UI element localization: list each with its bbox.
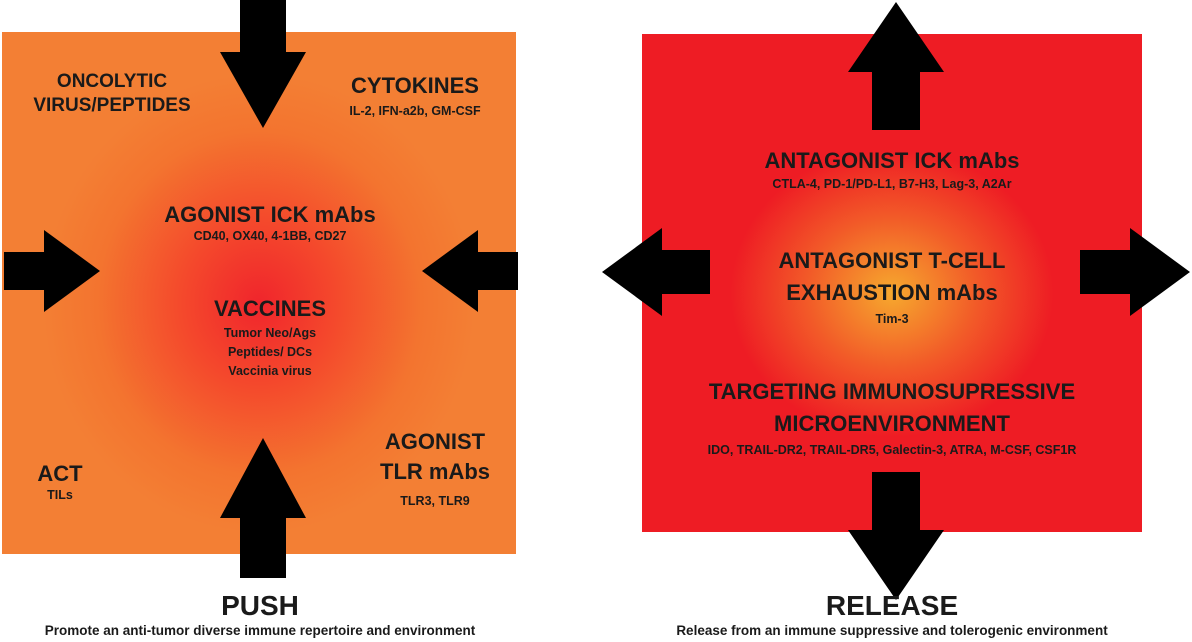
agonist-tlr-label: AGONIST TLR mAbs TLR3, TLR9 (360, 427, 510, 510)
exhaustion-line2: EXHAUSTION mAbs (786, 280, 998, 305)
vaccines-detail-1: Tumor Neo/Ags (223, 326, 317, 340)
release-subtitle: Release from an immune suppressive and t… (676, 623, 1108, 638)
cytokines-detail: IL-2, IFN-a2b, GM-CSF (349, 104, 481, 118)
agonist-tlr-line1: AGONIST (384, 429, 486, 454)
oncolytic-label: ONCOLYTIC VIRUS/PEPTIDES (22, 70, 202, 118)
cytokines-title: CYTOKINES (351, 73, 479, 98)
vaccines-detail-3: Vaccinia virus (228, 364, 312, 378)
exhaustion-detail: Tim-3 (875, 312, 909, 326)
release-arrow-up-icon (848, 2, 944, 130)
immunosuppressive-line1: TARGETING IMMUNOSUPRESSIVE (708, 379, 1076, 404)
release-arrow-left-icon (602, 228, 710, 316)
cytokines-label: CYTOKINES IL-2, IFN-a2b, GM-CSF (330, 72, 500, 120)
antagonist-ick-title: ANTAGONIST ICK mAbs (764, 148, 1020, 173)
vaccines-detail-2: Peptides/ DCs (227, 345, 313, 359)
agonist-ick-title: AGONIST ICK mAbs (164, 202, 376, 227)
antagonist-ick-detail: CTLA-4, PD-1/PD-L1, B7-H3, Lag-3, A2Ar (772, 177, 1012, 191)
immunosuppressive-label: TARGETING IMMUNOSUPRESSIVE MICROENVIRONM… (652, 376, 1132, 459)
release-arrow-down-icon (848, 472, 944, 600)
exhaustion-line1: ANTAGONIST T-CELL (778, 248, 1006, 273)
agonist-ick-label: AGONIST ICK mAbs CD40, OX40, 4-1BB, CD27 (130, 201, 410, 245)
push-subtitle: Promote an anti-tumor diverse immune rep… (44, 623, 476, 638)
act-label: ACT TILs (30, 460, 90, 504)
act-detail: TILs (47, 488, 73, 502)
antagonist-ick-label: ANTAGONIST ICK mAbs CTLA-4, PD-1/PD-L1, … (732, 147, 1052, 193)
act-title: ACT (37, 461, 83, 486)
agonist-tlr-line2: TLR mAbs (380, 459, 490, 484)
push-arrow-up-icon (220, 438, 306, 578)
vaccines-label: VACCINES Tumor Neo/Ags Peptides/ DCs Vac… (180, 295, 360, 381)
vaccines-title: VACCINES (213, 296, 327, 321)
release-arrow-right-icon (1080, 228, 1190, 316)
exhaustion-label: ANTAGONIST T-CELL EXHAUSTION mAbs Tim-3 (742, 245, 1042, 328)
push-arrow-down-icon (220, 0, 306, 128)
agonist-tlr-detail: TLR3, TLR9 (400, 494, 470, 508)
oncolytic-line2: VIRUS/PEPTIDES (33, 95, 191, 116)
oncolytic-line1: ONCOLYTIC (56, 71, 168, 92)
immunosuppressive-detail: IDO, TRAIL-DR2, TRAIL-DR5, Galectin-3, A… (707, 443, 1077, 457)
release-title: RELEASE (825, 590, 959, 621)
agonist-ick-detail: CD40, OX40, 4-1BB, CD27 (193, 229, 347, 243)
push-arrow-left-icon (422, 230, 518, 312)
immunosuppressive-line2: MICROENVIRONMENT (774, 411, 1010, 436)
push-arrow-right-icon (4, 230, 100, 312)
push-title: PUSH (221, 590, 299, 621)
